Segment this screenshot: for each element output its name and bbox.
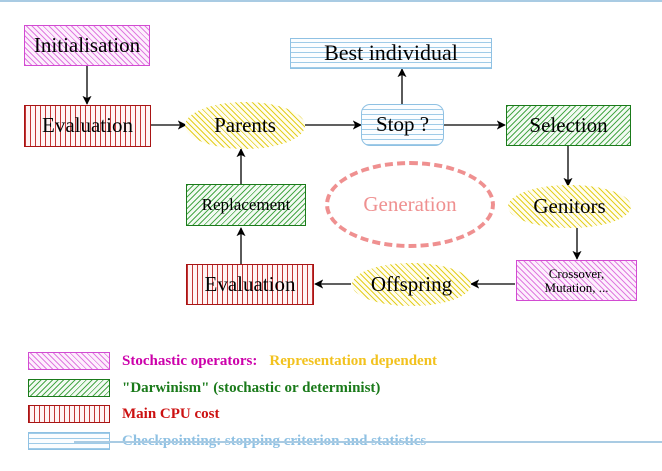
legend-swatch-red <box>28 405 110 423</box>
node-stop[interactable]: Stop ? <box>361 104 444 146</box>
node-best-individual[interactable]: Best individual <box>290 38 492 69</box>
legend-row-main-cpu-cost: Main CPU cost <box>0 401 662 427</box>
legend: Stochastic operators: Representation depe… <box>0 340 662 465</box>
node-initialisation-label: Initialisation <box>33 32 141 57</box>
node-selection[interactable]: Selection <box>506 105 631 146</box>
node-generation: Generation <box>325 161 495 248</box>
node-parents-label: Parents <box>214 112 276 137</box>
node-genitors-label: Genitors <box>533 193 606 218</box>
legend-swatch-green <box>28 379 110 397</box>
node-generation-label: Generation <box>363 192 457 216</box>
legend-text-primary: Stochastic operators: <box>122 352 258 369</box>
node-replacement[interactable]: Replacement <box>186 184 306 226</box>
node-evaluation-top[interactable]: Evaluation <box>24 105 151 147</box>
node-evaluation-bottom[interactable]: Evaluation <box>186 264 314 305</box>
node-best-individual-label: Best individual <box>324 40 458 66</box>
node-crossover-line1: Crossover, <box>548 266 605 282</box>
node-selection-label: Selection <box>529 112 608 137</box>
legend-label-stochastic-operators: Stochastic operators: Representation depe… <box>122 353 437 370</box>
legend-row-checkpointing: Checkpointing: stopping criterion and st… <box>0 428 662 454</box>
node-evaluation-top-label: Evaluation <box>42 113 133 138</box>
legend-text-secondary: Representation dependent <box>269 352 438 369</box>
legend-row-darwinism: "Darwinism" (stochastic or determinist) <box>0 375 662 401</box>
node-replacement-label: Replacement <box>201 195 291 215</box>
node-crossover-mutation[interactable]: Crossover, Mutation, ... <box>516 260 637 301</box>
node-offspring[interactable]: Offspring <box>352 263 471 306</box>
node-offspring-label: Offspring <box>370 271 453 296</box>
legend-row-stochastic-operators: Stochastic operators: Representation depe… <box>0 348 662 374</box>
node-crossover-line2: Mutation, ... <box>544 279 609 295</box>
bottom-border-rule <box>74 441 662 443</box>
legend-label-checkpointing: Checkpointing: stopping criterion and st… <box>122 433 426 450</box>
node-parents[interactable]: Parents <box>185 102 305 149</box>
node-stop-label: Stop ? <box>375 112 430 137</box>
legend-swatch-blue <box>28 432 110 450</box>
legend-label-main-cpu-cost: Main CPU cost <box>122 405 220 422</box>
legend-swatch-magenta <box>28 352 110 370</box>
node-genitors[interactable]: Genitors <box>508 185 631 228</box>
node-evaluation-bottom-label: Evaluation <box>204 271 296 296</box>
top-border-rule <box>0 0 662 2</box>
node-initialisation[interactable]: Initialisation <box>24 25 150 66</box>
legend-label-darwinism: "Darwinism" (stochastic or determinist) <box>122 379 381 396</box>
